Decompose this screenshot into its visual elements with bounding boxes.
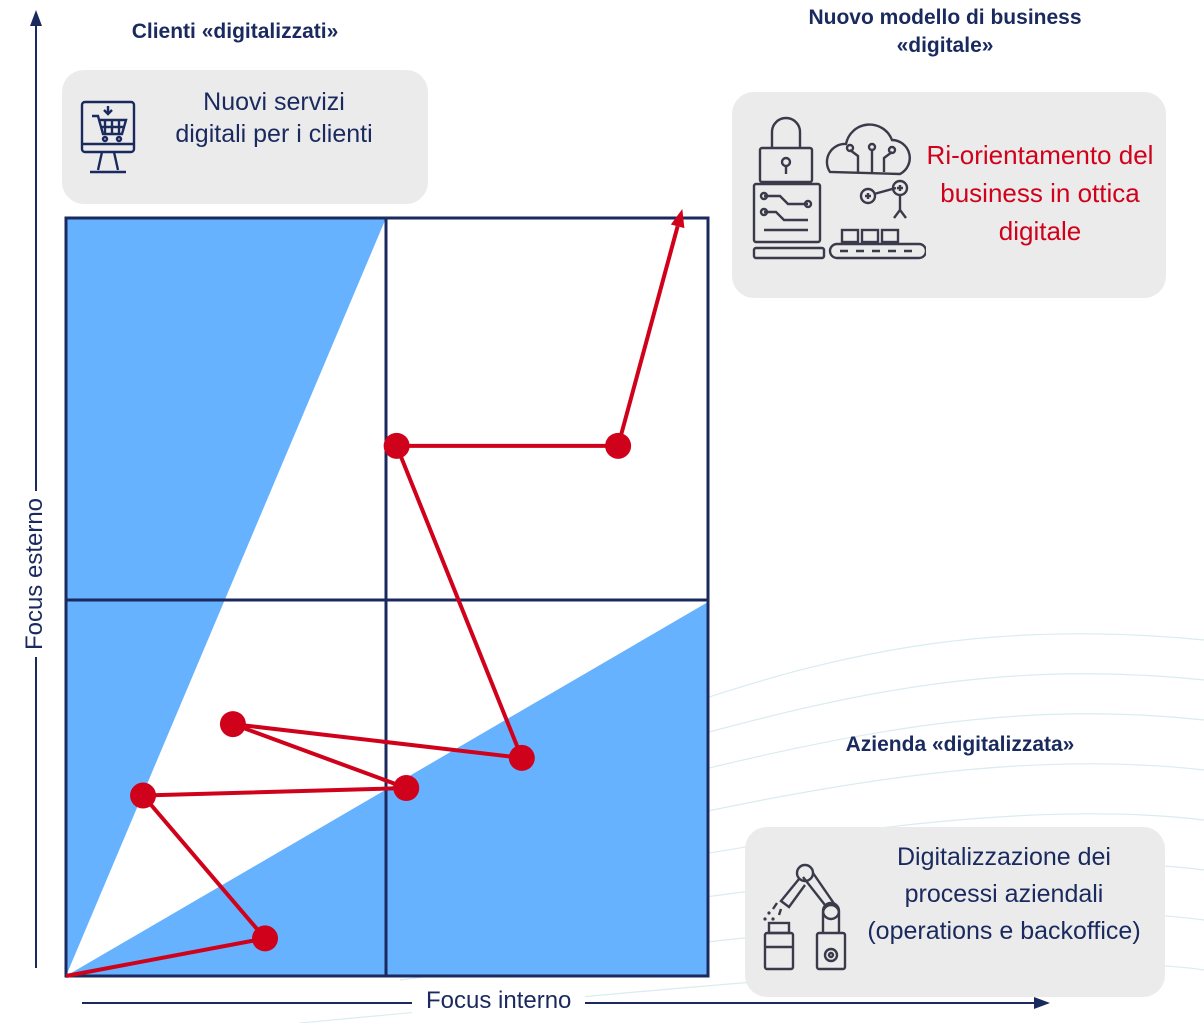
y-axis-label: Focus esterno (21, 491, 49, 657)
quadrant-title-nuovo-modello: Nuovo modello di business «digitale» (808, 6, 1082, 57)
quadrant-title-clienti: Clienti «digitalizzati» (131, 20, 339, 43)
card-digitalizzazione: Digitalizzazione dei processi aziendali … (745, 827, 1165, 997)
path-point (219, 711, 246, 738)
y-axis-arrowhead (30, 10, 42, 26)
path-point (605, 432, 632, 459)
digital-business-icon (752, 116, 926, 260)
card-text-digitalizzazione: Digitalizzazione dei processi aziendali … (867, 843, 1141, 945)
card-ri-orientamento: Ri-orientamento del business in ottica d… (732, 92, 1166, 298)
evolution-path (65, 208, 685, 978)
path-point (393, 775, 420, 801)
card-text-nuovi-servizi: Nuovi servizi digitali per i clienti (175, 88, 373, 148)
shopping-cart-monitor-icon (80, 100, 136, 174)
path-arrowhead (670, 208, 685, 229)
card-nuovi-servizi: Nuovi servizi digitali per i clienti (62, 70, 428, 204)
path-point (252, 925, 279, 952)
card-text-ri-orientamento: Ri-orientamento del business in ottica d… (926, 140, 1154, 246)
quadrant-title-azienda: Azienda «digitalizzata» (845, 733, 1075, 756)
x-axis-arrowhead (1034, 997, 1050, 1009)
path-point (130, 782, 157, 809)
path-point (508, 744, 535, 771)
robot-arm-icon (763, 863, 847, 971)
path-arrow-line (616, 225, 680, 447)
path-point (383, 432, 410, 459)
x-axis-label: Focus interno (412, 987, 586, 1015)
path-line (65, 443, 619, 978)
